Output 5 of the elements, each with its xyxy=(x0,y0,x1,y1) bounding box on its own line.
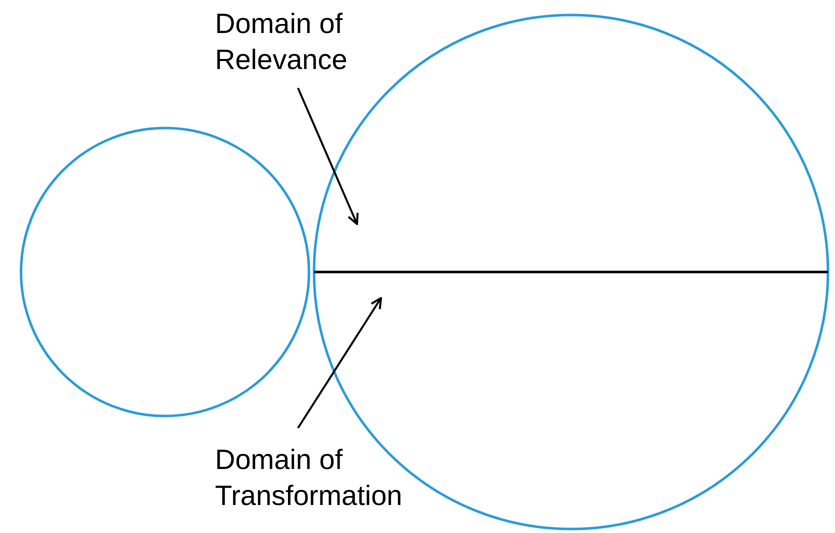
circle xyxy=(20,126,310,418)
leader-arrow xyxy=(297,88,359,225)
leader-arrow xyxy=(297,297,382,429)
region-label: Domain of Relevance xyxy=(215,6,445,78)
region-label: Domain of Transformation xyxy=(215,442,445,514)
